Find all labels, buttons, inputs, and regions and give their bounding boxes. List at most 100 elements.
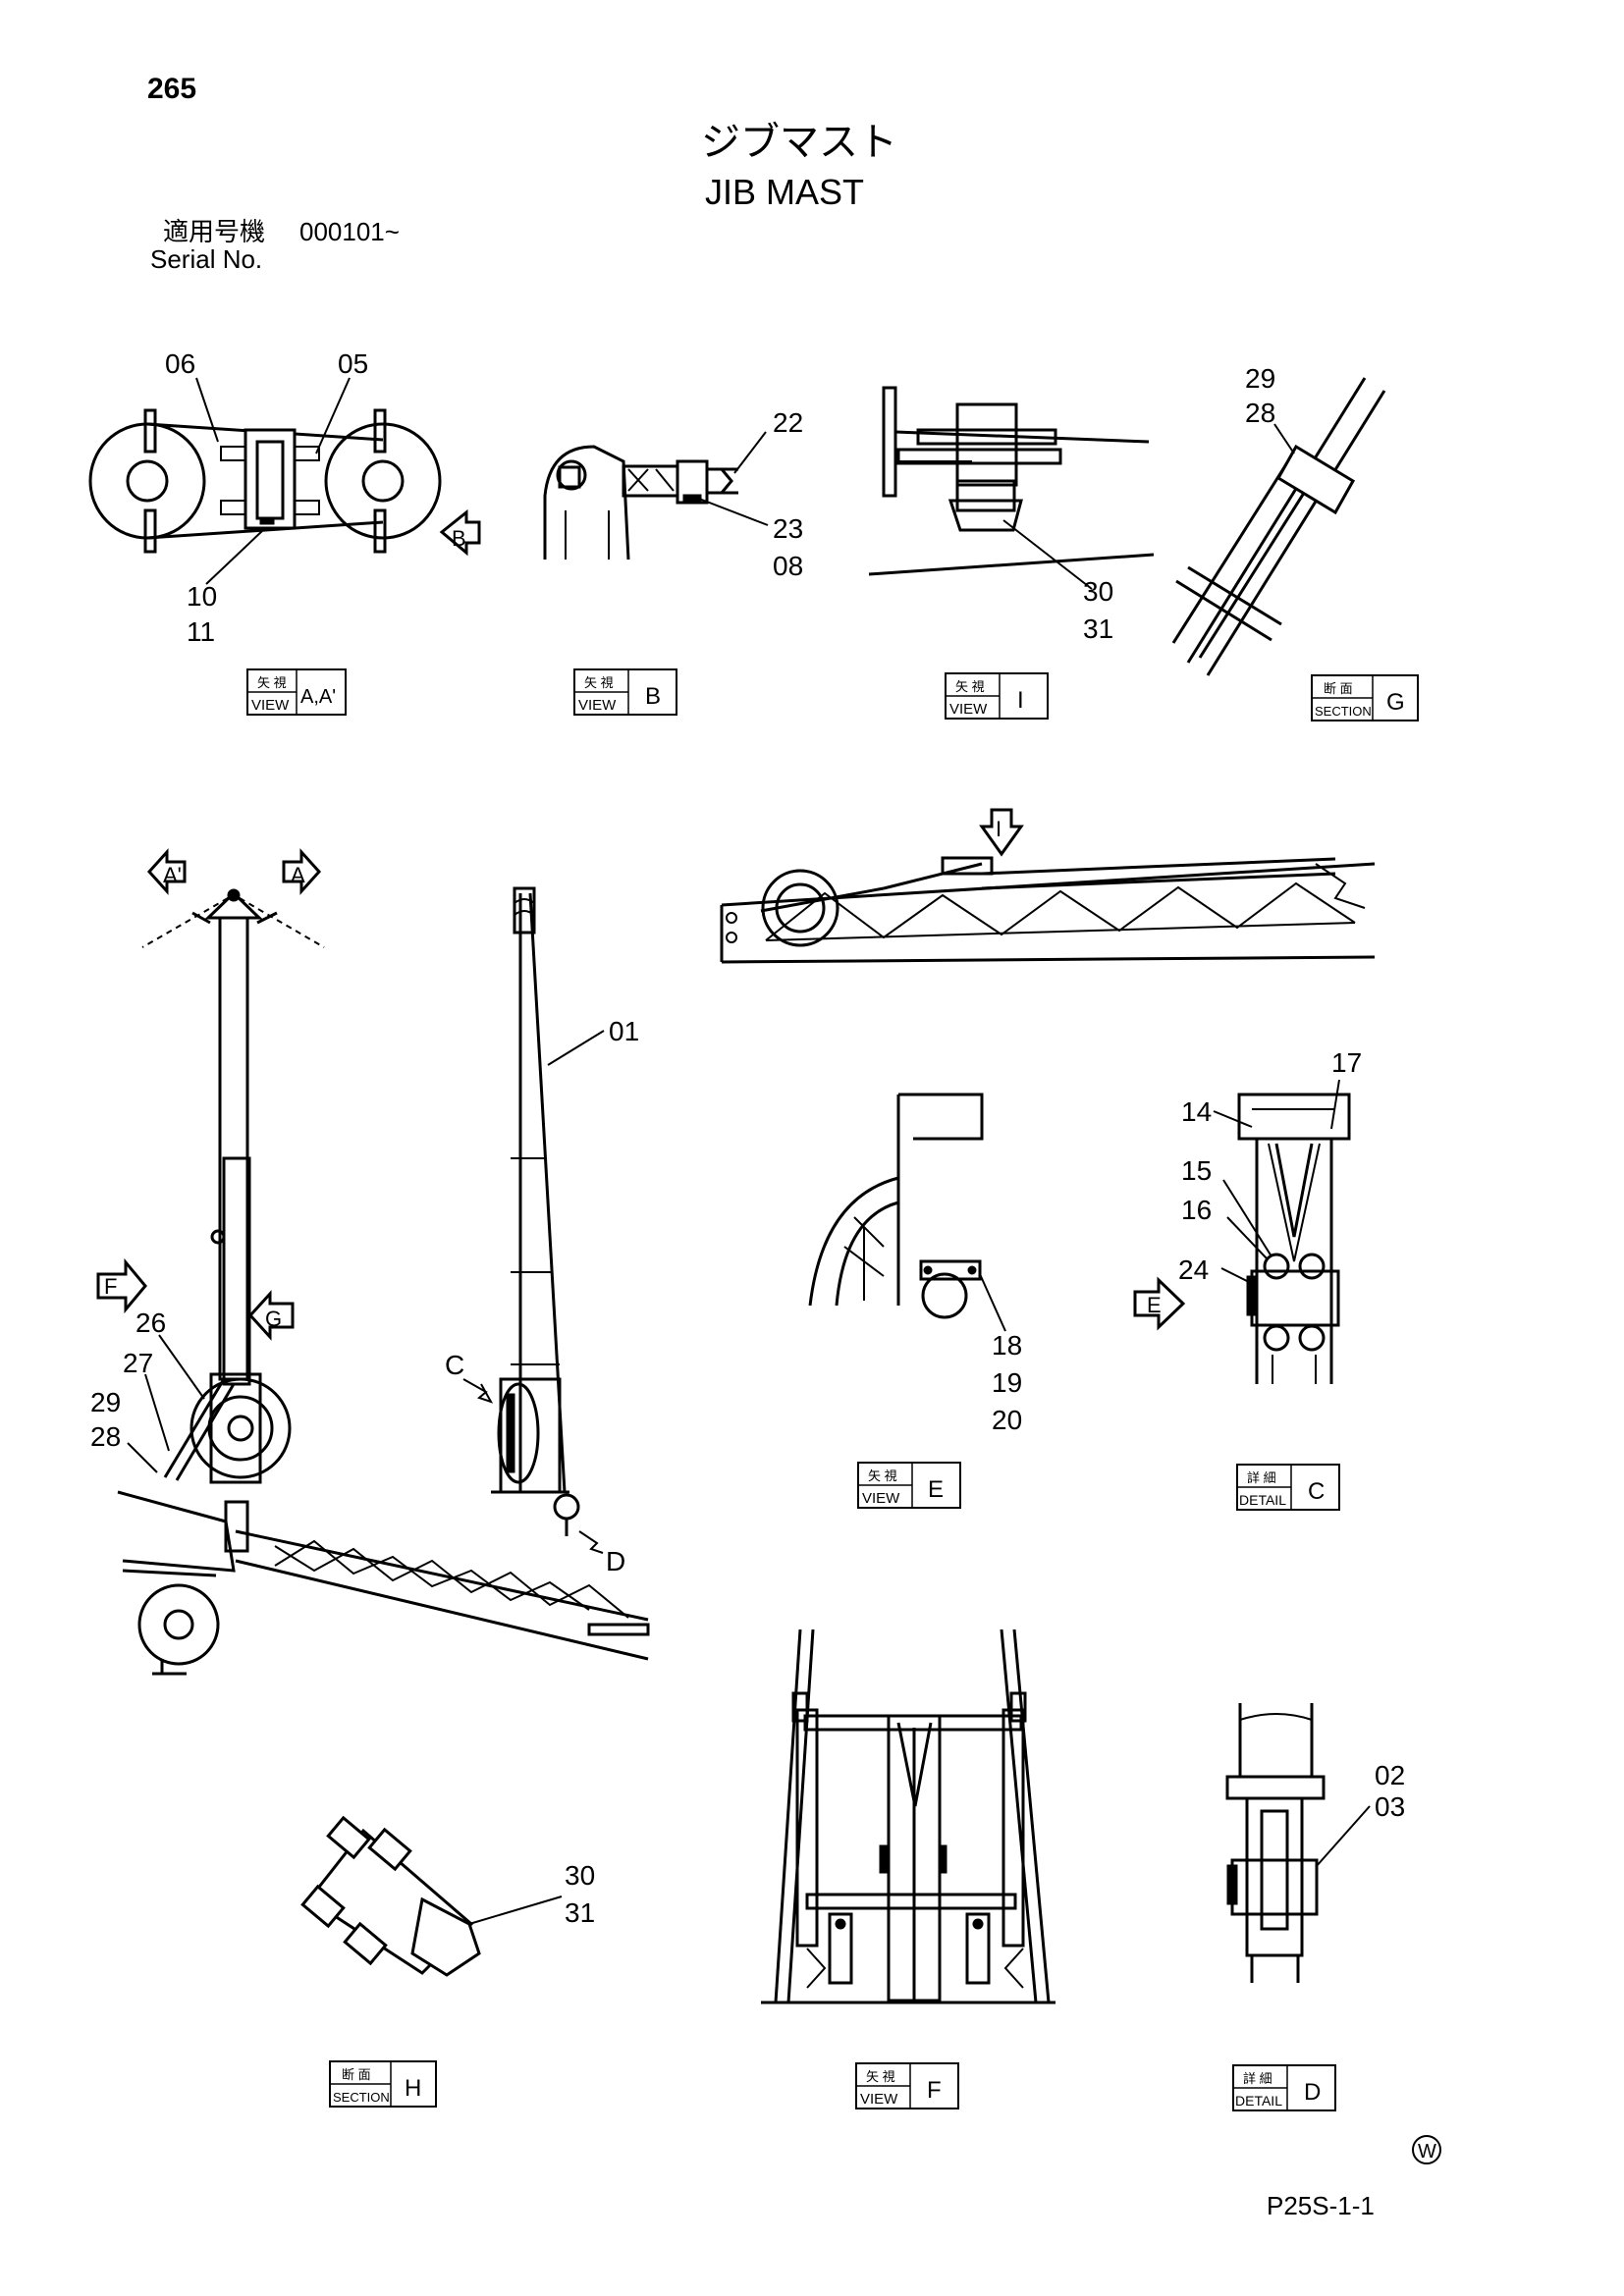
drawing-jib-mast-elevation — [117, 888, 650, 1676]
arrow-label-a: A — [291, 863, 305, 887]
svg-text:矢 視: 矢 視 — [866, 2069, 895, 2084]
svg-text:W: W — [1418, 2141, 1436, 2163]
callout-05: 05 — [338, 348, 368, 379]
serial-label-japanese: 適用号機 — [163, 217, 265, 246]
svg-text:断 面: 断 面 — [342, 2067, 371, 2082]
svg-text:矢 視: 矢 視 — [584, 675, 614, 690]
callout-16: 16 — [1181, 1195, 1212, 1225]
callout-06: 06 — [165, 348, 195, 379]
arrow-marker-g: G — [247, 1290, 295, 1341]
callout-14: 14 — [1181, 1096, 1212, 1127]
drawing-detail-c — [1237, 1093, 1351, 1384]
drawing-view-f — [761, 1629, 1056, 2004]
callout-03: 03 — [1375, 1791, 1405, 1822]
callout-28-section-g: 28 — [1245, 398, 1275, 428]
arrow-label-b: B — [452, 526, 466, 551]
svg-text:矢 視: 矢 視 — [257, 675, 287, 690]
callout-26: 26 — [135, 1308, 166, 1338]
detail-label-c: C — [445, 1350, 464, 1380]
svg-text:F: F — [927, 2077, 942, 2104]
callout-08: 08 — [773, 551, 803, 581]
drawing-jib-boom-plan — [720, 856, 1376, 964]
arrow-label-a-prime: A' — [163, 863, 182, 887]
detail-label-d: D — [606, 1546, 625, 1576]
view-label-e: 矢 視 VIEW E — [857, 1462, 961, 1509]
arrow-marker-b: B — [439, 508, 481, 557]
callout-29-elevation: 29 — [90, 1387, 121, 1417]
callout-30-section-h: 30 — [565, 1860, 595, 1891]
arrow-label-i: I — [996, 817, 1001, 841]
drawing-view-e — [808, 1093, 984, 1319]
arrow-marker-e: E — [1133, 1276, 1186, 1331]
arrow-marker-f: F — [96, 1257, 147, 1314]
view-label-b: 矢 視 VIEW B — [573, 668, 677, 716]
svg-text:A,A': A,A' — [300, 686, 336, 708]
svg-text:VIEW: VIEW — [862, 1490, 900, 1507]
detail-marker-c: C — [445, 1350, 494, 1404]
arrow-marker-i: I — [979, 808, 1024, 857]
callout-17: 17 — [1331, 1047, 1362, 1078]
svg-text:矢 視: 矢 視 — [955, 679, 985, 694]
svg-text:VIEW: VIEW — [860, 2091, 898, 2108]
svg-text:D: D — [1304, 2079, 1321, 2106]
drawing-view-b — [543, 445, 738, 561]
svg-text:SECTION: SECTION — [333, 2090, 390, 2105]
arrow-marker-a-prime: A' — [146, 848, 187, 895]
callout-02: 02 — [1375, 1760, 1405, 1790]
serial-label-english: Serial No. — [150, 244, 262, 274]
callout-24: 24 — [1178, 1255, 1209, 1285]
arrow-marker-a: A — [282, 848, 322, 895]
svg-text:SECTION: SECTION — [1315, 704, 1372, 719]
drawing-section-g — [1171, 377, 1386, 676]
svg-text:DETAIL: DETAIL — [1239, 1492, 1286, 1508]
drawing-code: P25S-1-1 — [1267, 2191, 1375, 2220]
svg-text:H: H — [405, 2075, 421, 2102]
drawing-jib-mast-side — [491, 886, 580, 1536]
detail-label-box-d: 詳 細 DETAIL D — [1232, 2064, 1336, 2111]
callout-10: 10 — [187, 581, 217, 612]
callout-29-section-g: 29 — [1245, 363, 1275, 394]
callout-01: 01 — [609, 1016, 639, 1046]
callout-27: 27 — [123, 1348, 153, 1378]
callout-28-elevation: 28 — [90, 1421, 121, 1452]
serial-value: 000101~ — [299, 217, 400, 246]
view-label-a: 矢 視 VIEW A,A' — [246, 668, 347, 716]
page-number: 265 — [147, 73, 196, 105]
svg-text:E: E — [928, 1476, 944, 1503]
drawing-detail-d — [1225, 1703, 1326, 1983]
corner-circle-mark: W — [1412, 2135, 1441, 2164]
svg-text:C: C — [1308, 1478, 1325, 1505]
callout-23: 23 — [773, 513, 803, 544]
svg-text:断 面: 断 面 — [1324, 681, 1353, 696]
callout-31-view-i: 31 — [1083, 614, 1113, 644]
callout-15: 15 — [1181, 1155, 1212, 1186]
drawing-view-i — [868, 386, 1155, 576]
arrow-label-g: G — [265, 1307, 282, 1331]
detail-label-box-c: 詳 細 DETAIL C — [1236, 1464, 1340, 1511]
callout-11: 11 — [187, 616, 215, 647]
svg-text:I: I — [1017, 687, 1024, 714]
callout-18: 18 — [992, 1330, 1022, 1361]
callout-19: 19 — [992, 1367, 1022, 1398]
svg-text:VIEW: VIEW — [251, 697, 290, 714]
arrow-label-e: E — [1147, 1293, 1162, 1317]
svg-text:B: B — [645, 683, 661, 710]
title-japanese: ジブマスト — [701, 121, 897, 164]
callout-30-view-i: 30 — [1083, 576, 1113, 607]
callout-20: 20 — [992, 1405, 1022, 1435]
svg-text:詳 細: 詳 細 — [1243, 2071, 1272, 2086]
svg-text:DETAIL: DETAIL — [1235, 2093, 1282, 2109]
svg-text:VIEW: VIEW — [949, 701, 988, 718]
svg-text:VIEW: VIEW — [578, 697, 617, 714]
drawing-view-a — [88, 408, 442, 554]
drawing-section-h — [300, 1815, 481, 1977]
title-english: JIB MAST — [705, 172, 864, 212]
callout-22: 22 — [773, 407, 803, 438]
arrow-label-f: F — [104, 1274, 117, 1299]
detail-marker-d: D — [578, 1530, 625, 1576]
view-label-i: 矢 視 VIEW I — [945, 672, 1049, 720]
svg-text:G: G — [1386, 689, 1405, 716]
view-label-f: 矢 視 VIEW F — [855, 2062, 959, 2109]
svg-text:矢 視: 矢 視 — [868, 1468, 897, 1483]
